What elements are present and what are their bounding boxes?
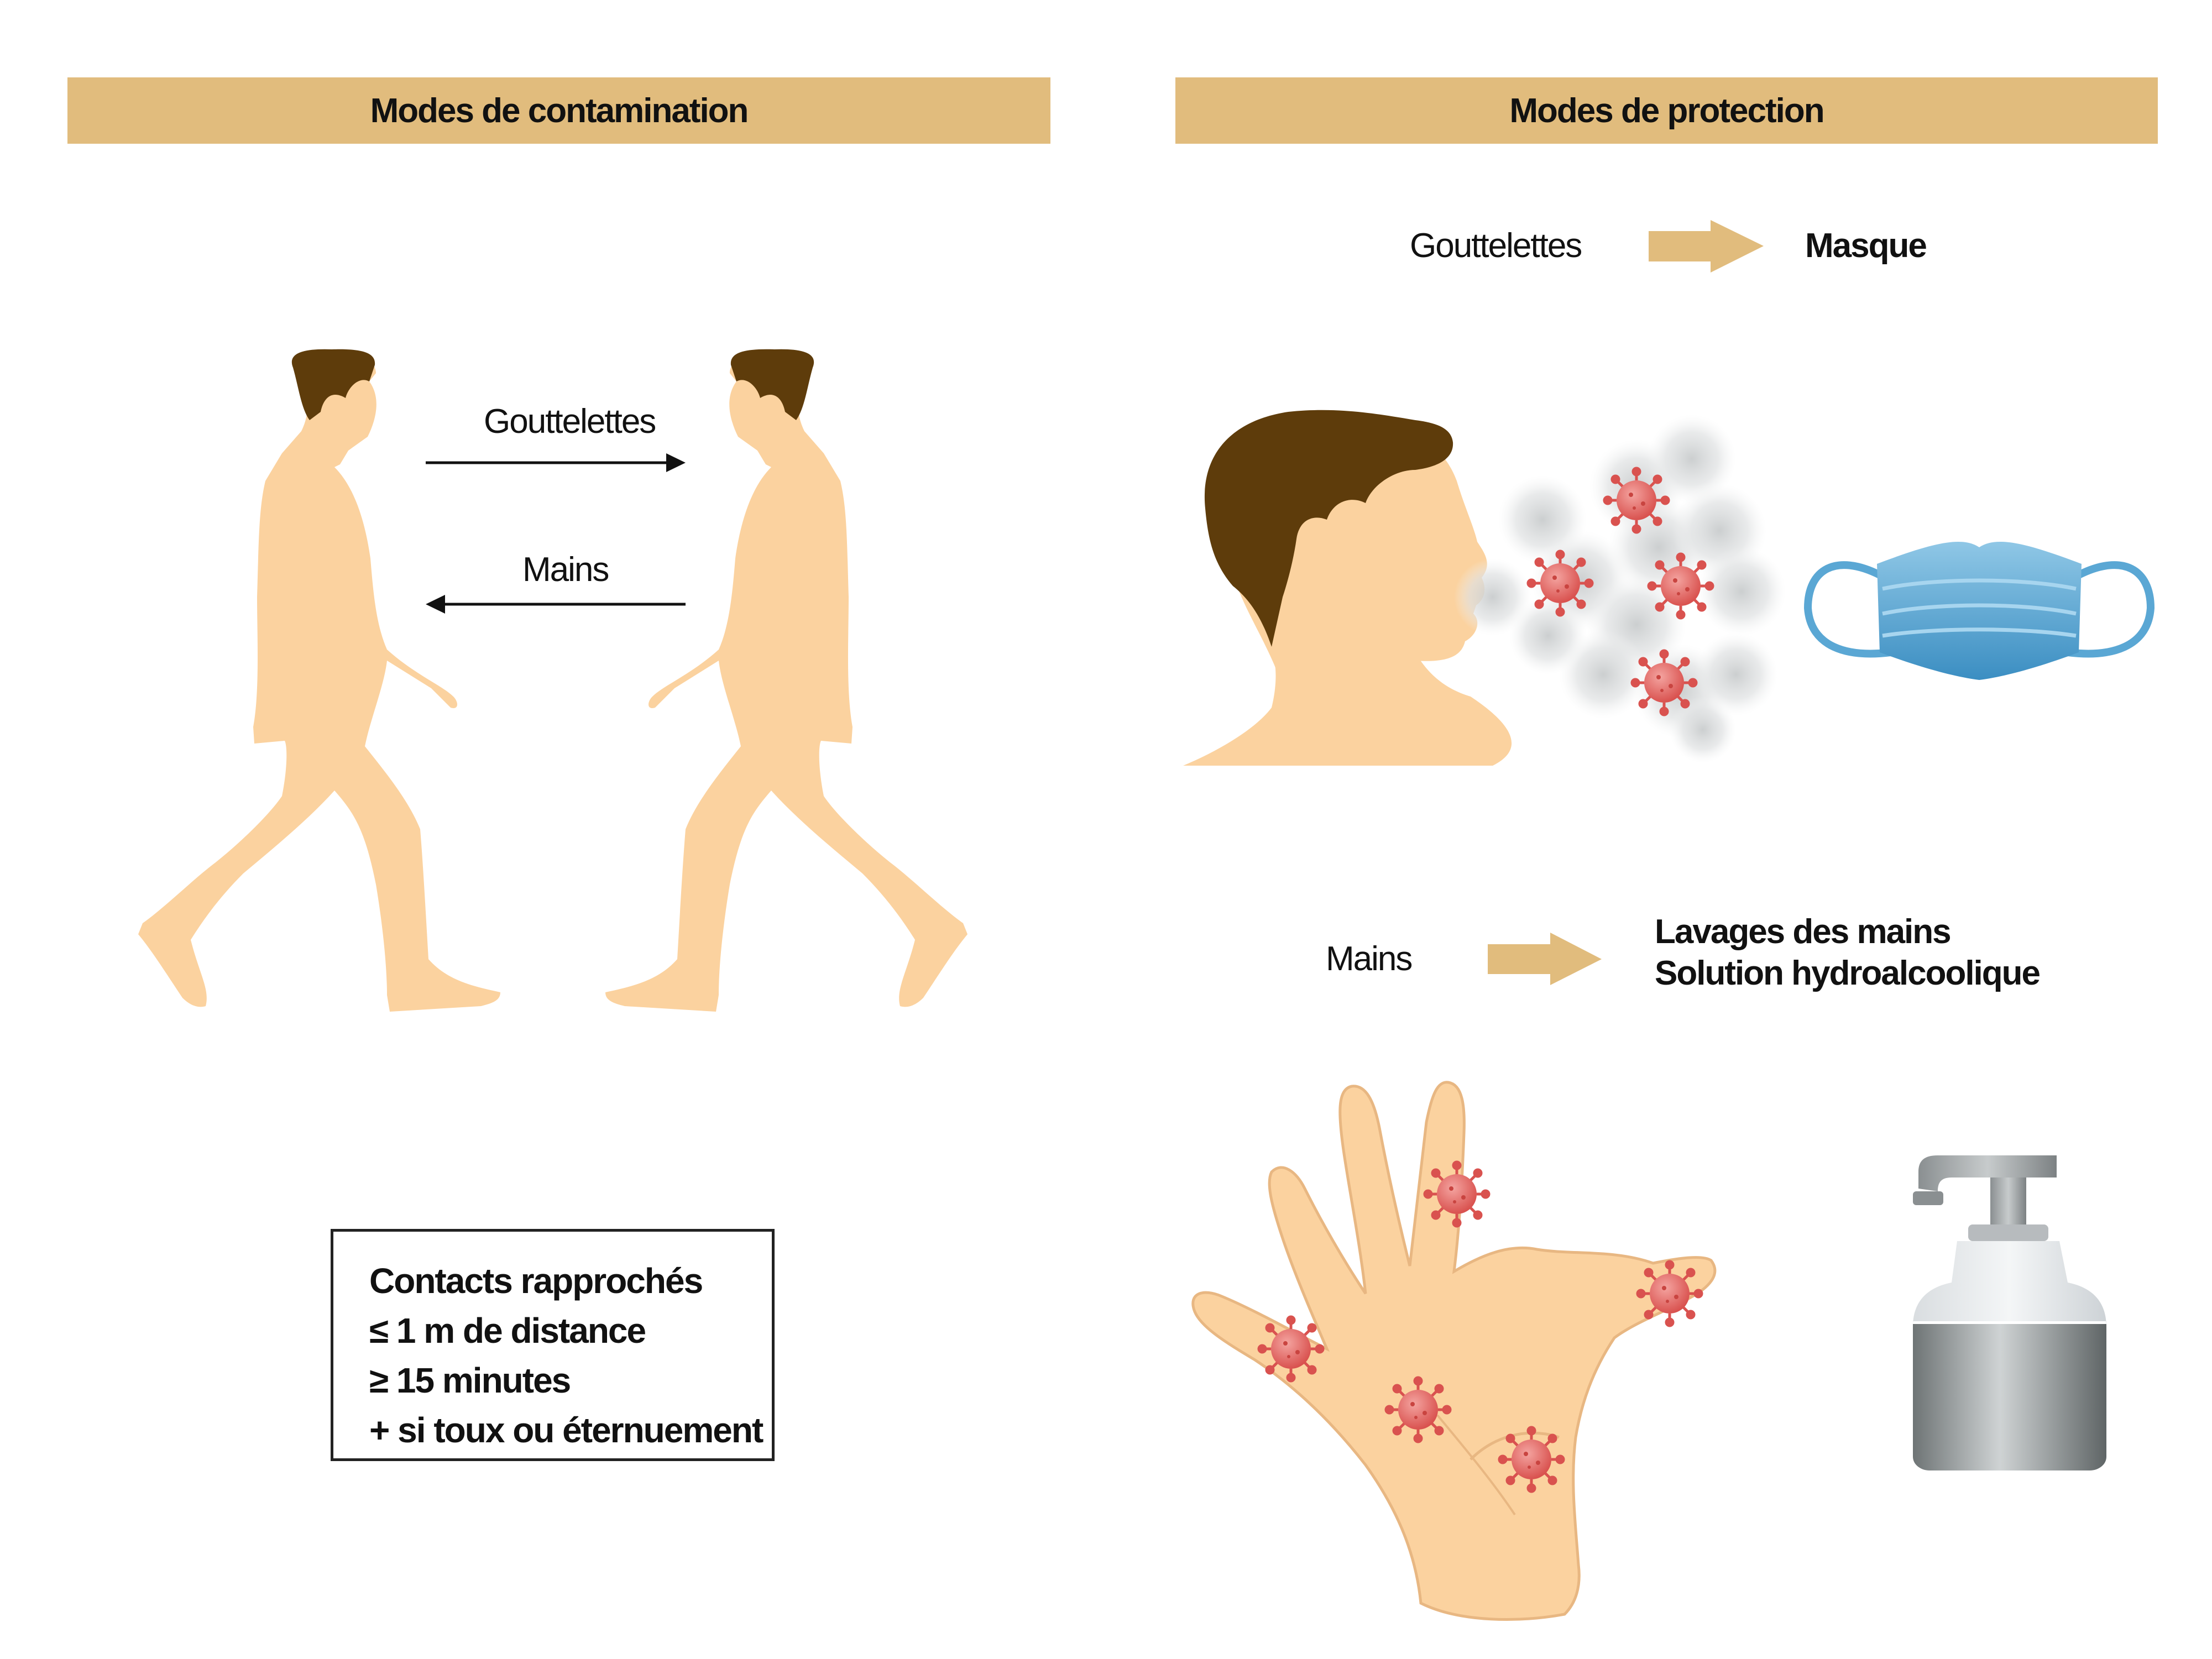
surgical-mask-icon: [1803, 542, 2155, 680]
protection-droplets-label: Gouttelettes: [1410, 227, 1582, 265]
header-contamination-text: Modes de contamination: [370, 91, 749, 130]
contamination-droplets-label: Gouttelettes: [484, 402, 656, 441]
header-modes-protection: Modes de protection: [1175, 77, 2158, 144]
hands-to-washing-arrow-icon: [1488, 933, 1602, 985]
walking-person-left-icon: [138, 349, 500, 1012]
protection-sanitizer-label: Solution hydroalcoolique: [1655, 954, 2041, 992]
walking-person-right-icon: [605, 349, 968, 1012]
close-contacts-cough: + si toux ou éternuement: [369, 1410, 764, 1450]
header-protection-text: Modes de protection: [1509, 91, 1824, 130]
head-profile-icon: [1183, 410, 1512, 766]
header-modes-contamination: Modes de contamination: [67, 77, 1050, 144]
droplet-cloud-icon: [1454, 415, 1786, 763]
protection-mask-label: Masque: [1805, 227, 1927, 265]
droplets-arrow-right-icon: [426, 453, 686, 472]
close-contacts-duration: ≥ 15 minutes: [369, 1360, 571, 1400]
protection-handwashing-label: Lavages des mains: [1655, 913, 1952, 951]
close-contacts-title: Contacts rapprochés: [369, 1261, 703, 1301]
close-contacts-box: Contacts rapprochés ≤ 1 m de distance ≥ …: [331, 1229, 775, 1461]
hands-arrow-left-icon: [426, 595, 686, 614]
contamination-hands-label: Mains: [522, 551, 609, 589]
protection-hands-label: Mains: [1326, 940, 1413, 978]
sanitizer-bottle-icon: [1913, 1155, 2106, 1470]
close-contacts-distance: ≤ 1 m de distance: [369, 1311, 646, 1351]
droplets-to-mask-arrow-icon: [1649, 220, 1764, 273]
